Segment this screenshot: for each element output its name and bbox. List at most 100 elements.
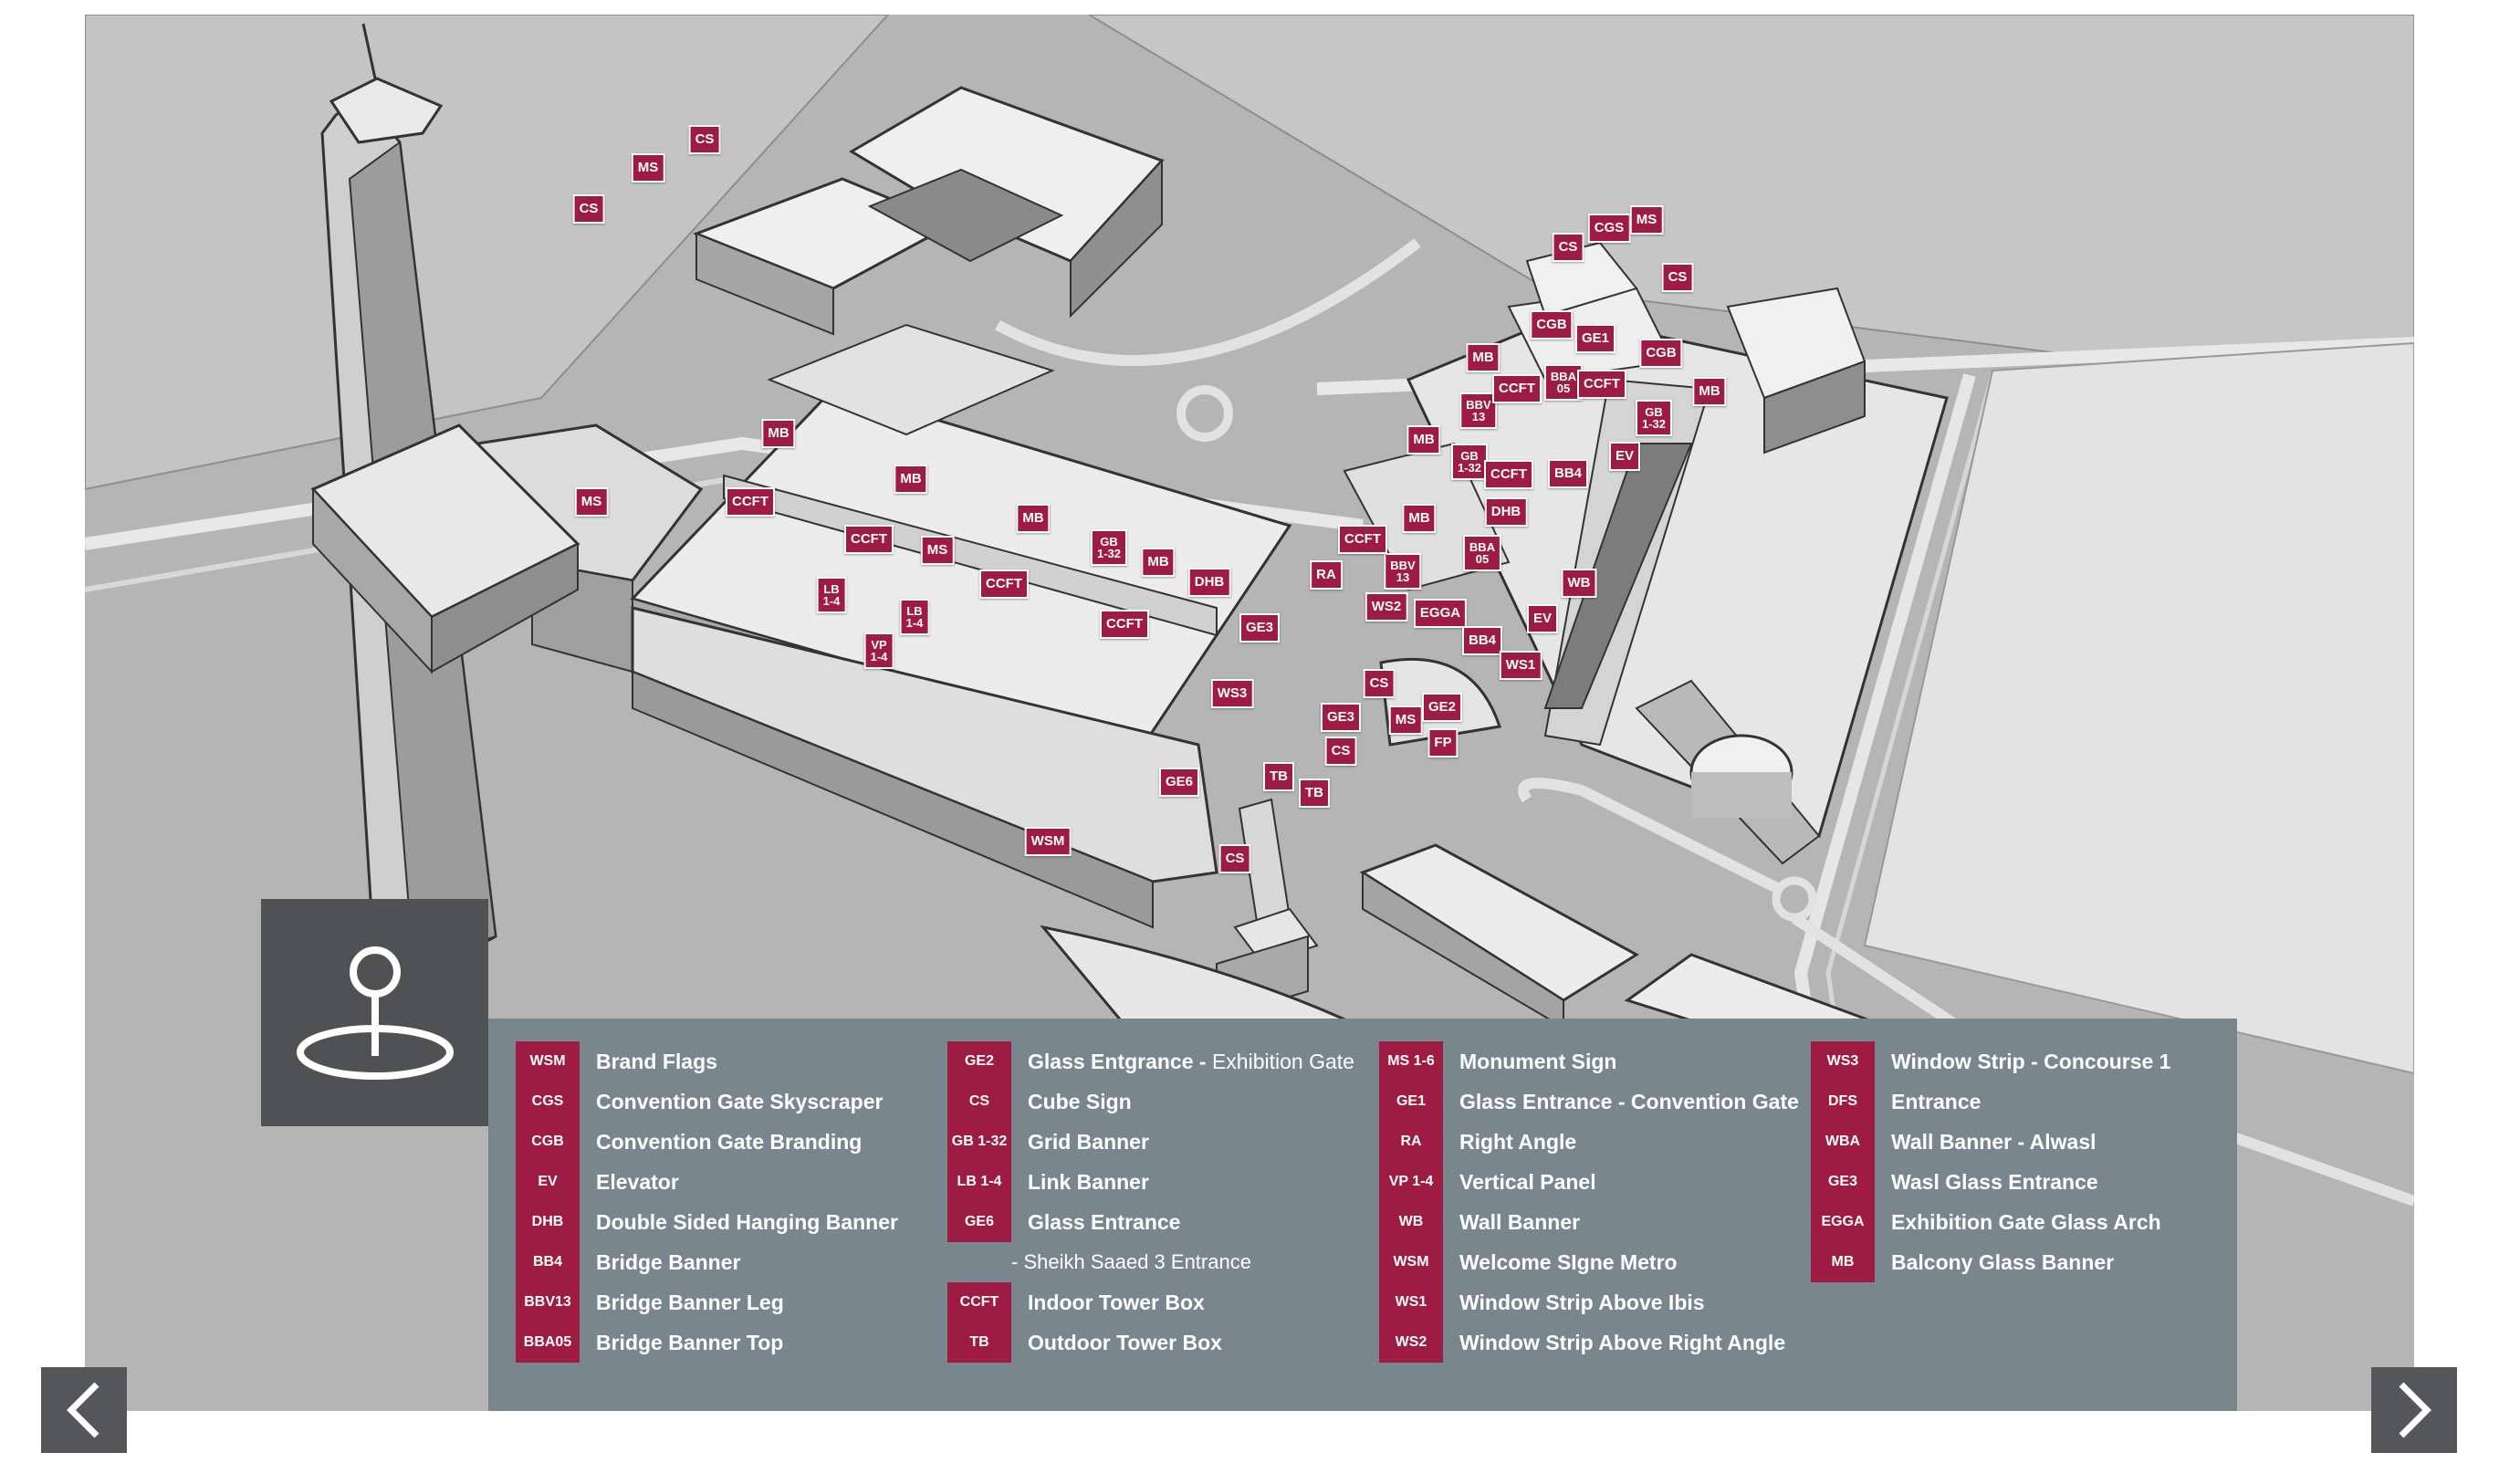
map-marker[interactable]: WB [1561,569,1597,598]
legend-code-badge: MB [1811,1242,1875,1282]
legend-label: Monument Sign [1459,1050,1617,1073]
legend-code-badge: LB 1-4 [947,1162,1011,1202]
map-marker[interactable]: RA [1310,560,1343,590]
legend-code-badge: BBA05 [516,1322,580,1363]
legend-label: Exhibition Gate Glass Arch [1891,1210,2161,1234]
map-marker[interactable]: GE3 [1320,703,1362,732]
map-marker[interactable]: MB [1402,504,1437,533]
map-marker[interactable]: CS [1218,844,1251,873]
legend-code-badge: CCFT [947,1282,1011,1322]
map-marker[interactable]: CGB [1530,310,1574,340]
legend-code-badge: GE2 [947,1041,1011,1082]
map-marker[interactable]: CGB [1639,339,1683,368]
legend-label: Right Angle [1459,1130,1577,1154]
legend-label: Welcome SIgne Metro [1459,1250,1678,1274]
map-marker[interactable]: MS [920,536,955,565]
legend-code-badge [947,1242,1011,1282]
legend-code-badge: MS 1-6 [1379,1041,1443,1082]
map-marker[interactable]: MB [1466,343,1500,372]
legend-label: Indoor Tower Box [1028,1291,1205,1314]
map-marker[interactable]: MS [631,153,665,183]
map-marker[interactable]: TB [1299,779,1330,808]
map-marker[interactable]: CCFT [1484,460,1533,489]
legend-label: Convention Gate Skyscraper [596,1090,884,1113]
map-marker[interactable]: MB [894,465,928,494]
map-marker[interactable]: WS1 [1499,651,1542,680]
map-marker[interactable]: CCFT [979,570,1029,599]
legend-code-badge: WS3 [1811,1041,1875,1082]
map-marker[interactable]: CCFT [1338,525,1387,554]
map-marker[interactable]: MB [1016,504,1051,533]
map-marker[interactable]: CS [688,125,721,154]
map-marker[interactable]: DHB [1187,568,1231,597]
map-marker[interactable]: CGS [1587,214,1631,243]
map-marker[interactable]: GE2 [1421,693,1463,722]
map-marker[interactable]: CS [572,194,605,224]
map-marker[interactable]: CS [1552,233,1584,262]
map-marker[interactable]: MS [1388,705,1423,735]
legend-code-badge: TB [947,1322,1011,1363]
map-marker[interactable]: MB [1141,548,1176,577]
map-marker[interactable]: MS [574,487,609,517]
map-marker[interactable]: CCFT [1100,610,1149,639]
map-legend-icon-box [261,899,488,1126]
next-button[interactable] [2371,1367,2457,1453]
map-marker[interactable]: BB4 [1461,626,1503,655]
map-marker[interactable]: WSM [1024,827,1072,856]
legend-label: Convention Gate Branding [596,1130,863,1154]
legend-label: Glass Entgrance - Exhibition Gate [1028,1050,1354,1073]
map-marker[interactable]: EV [1526,604,1559,633]
map-marker[interactable]: TB [1263,762,1294,791]
chevron-left-icon [67,1382,99,1438]
map-marker[interactable]: MB [1406,425,1441,455]
legend-label: Vertical Panel [1459,1170,1596,1194]
map-marker[interactable]: CS [1661,263,1694,292]
map-marker[interactable]: MB [1692,377,1727,406]
map-marker[interactable]: CCFT [1577,370,1626,399]
legend-code-badge: WS2 [1379,1322,1443,1363]
map-marker[interactable]: GE1 [1574,324,1616,353]
map-marker[interactable]: MS [1629,205,1664,235]
map-marker[interactable]: CCFT [726,487,775,517]
map-marker[interactable]: CCFT [844,525,894,554]
legend-label: Outdoor Tower Box [1028,1331,1222,1354]
legend-code-badge: VP 1-4 [1379,1162,1443,1202]
legend-label: Bridge Banner [596,1250,741,1274]
legend-code-badge: WSM [516,1041,580,1082]
previous-button[interactable] [41,1367,127,1453]
map-marker[interactable]: BB4 [1547,459,1589,488]
legend-code-badge: GB 1-32 [947,1122,1011,1162]
legend-label: Window Strip Above Ibis [1459,1291,1705,1314]
legend-code-badge: WBA [1811,1122,1875,1162]
map-marker[interactable]: WS2 [1365,592,1408,622]
legend-label: Entrance [1891,1090,1981,1113]
map-marker[interactable]: GE3 [1239,613,1281,643]
map-marker[interactable]: EV [1608,442,1641,471]
map-marker[interactable]: CCFT [1492,374,1542,403]
legend-label: Link Banner [1028,1170,1149,1194]
map-marker[interactable]: CS [1324,737,1357,766]
map-marker[interactable]: FP [1427,728,1459,758]
map-marker[interactable]: CS [1363,669,1396,698]
map-marker[interactable]: EGGA [1413,599,1468,628]
map-marker[interactable]: MB [761,419,796,448]
map-marker[interactable]: GE6 [1158,768,1200,797]
legend-code-badge: WSM [1379,1242,1443,1282]
map-marker[interactable]: WS3 [1210,679,1254,708]
map-marker[interactable]: DHB [1484,497,1528,527]
legend-label: Bridge Banner Leg [596,1291,784,1314]
legend-label: Double Sided Hanging Banner [596,1210,898,1234]
legend-label: Bridge Banner Top [596,1331,784,1354]
